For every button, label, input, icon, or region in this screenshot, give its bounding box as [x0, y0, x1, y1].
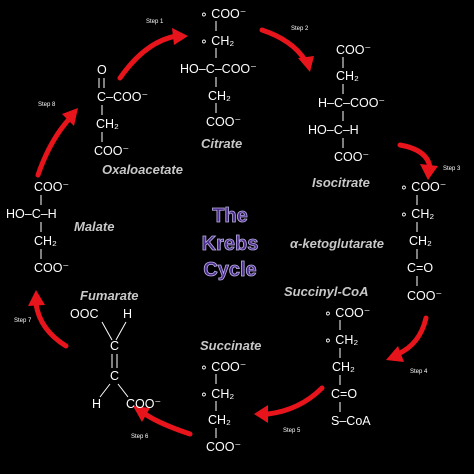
malate-line-3: CH₂	[34, 234, 57, 248]
succinate-line-3: CH₂	[208, 413, 231, 427]
akg-structure: ∘ COO⁻ ∘ CH₂ CH₂ C=O COO⁻ α-ketoglutarat…	[290, 180, 446, 303]
step-label-1: Step 1	[146, 19, 164, 25]
citrate-line-3: HO–C–COO⁻	[180, 62, 257, 76]
oxaloacetate-line-3: CH₂	[96, 117, 119, 131]
isocitrate-line-2: CH₂	[336, 69, 359, 83]
succinyl-coa-name: Succinyl-CoA	[284, 284, 369, 299]
step-label-2: Step 2	[291, 26, 309, 32]
malate-line-4: COO⁻	[34, 261, 69, 275]
malate-structure: COO⁻ HO–C–H CH₂ COO⁻ Malate	[6, 180, 114, 275]
succoa-line-4: C=O	[331, 387, 357, 401]
fumarate-structure: Fumarate OOC H C C H COO⁻	[70, 288, 161, 411]
step-label-5: Step 5	[283, 428, 301, 434]
arrow-step-4	[395, 315, 429, 357]
citrate-line-2: ∘ CH₂	[200, 34, 234, 48]
arrow-step-2	[259, 27, 308, 63]
succinate-line-4: COO⁻	[206, 440, 241, 454]
oxaloacetate-name: Oxaloacetate	[102, 162, 183, 177]
arrow-head-5	[254, 405, 268, 423]
akg-line-2: ∘ CH₂	[400, 207, 434, 221]
arrow-head-1	[172, 28, 188, 45]
step-label-3: Step 3	[443, 166, 461, 172]
oxaloacetate-line-4: COO⁻	[94, 144, 129, 158]
succoa-line-3: CH₂	[332, 360, 355, 374]
oxaloacetate-o: O	[97, 63, 107, 77]
arrow-step-5	[265, 385, 325, 417]
arrow-head-4	[386, 346, 404, 362]
isocitrate-line-1: COO⁻	[336, 43, 371, 57]
arrow-head-3	[420, 164, 438, 180]
isocitrate-structure: COO⁻ CH₂ H–C–COO⁻ HO–C–H COO⁻ Isocitrate	[308, 43, 385, 190]
isocitrate-line-5: COO⁻	[334, 150, 369, 164]
isocitrate-name: Isocitrate	[312, 175, 370, 190]
arrow-step-3	[397, 142, 433, 171]
arrow-step-8	[35, 115, 73, 178]
oxaloacetate-structure: O C–COO⁻ CH₂ COO⁻ Oxaloacetate	[94, 63, 183, 177]
malate-line-2: HO–C–H	[6, 207, 57, 221]
fumarate-h-top: H	[123, 307, 132, 321]
oxaloacetate-line-2: C–COO⁻	[97, 90, 148, 104]
title-line-3: Cycle	[203, 259, 256, 281]
akg-name: α-ketoglutarate	[290, 236, 384, 251]
arrow-step-1	[117, 33, 179, 81]
citrate-name: Citrate	[201, 136, 242, 151]
akg-line-1: ∘ COO⁻	[400, 180, 446, 194]
arrow-head-7	[28, 290, 45, 306]
succoa-line-2: ∘ CH₂	[324, 333, 358, 347]
step-label-6: Step 6	[131, 434, 149, 440]
akg-line-4: C=O	[407, 261, 433, 275]
fumarate-name: Fumarate	[80, 288, 139, 303]
step-label-7: Step 7	[14, 318, 32, 324]
succinate-line-1: ∘ COO⁻	[200, 360, 246, 374]
fumarate-ooc: OOC	[70, 307, 98, 321]
malate-name: Malate	[74, 219, 114, 234]
arrow-head-2	[298, 56, 314, 72]
fumarate-h-bottom: H	[92, 397, 101, 411]
citrate-line-1: ∘ COO⁻	[200, 7, 246, 21]
succinate-name: Succinate	[200, 338, 261, 353]
fumarate-c-bottom: C	[110, 369, 119, 383]
isocitrate-line-3: H–C–COO⁻	[318, 96, 385, 110]
citrate-line-4: CH₂	[208, 89, 231, 103]
succinate-structure: Succinate ∘ COO⁻ ∘ CH₂ CH₂ COO⁻	[200, 338, 261, 454]
arrow-step-7	[33, 301, 69, 349]
cycle-arrows	[28, 27, 438, 437]
title-line-2: Krebs	[202, 233, 259, 255]
succinyl-coa-structure: Succinyl-CoA ∘ COO⁻ ∘ CH₂ CH₂ C=O S–CoA	[284, 284, 371, 428]
citrate-line-5: COO⁻	[206, 115, 241, 129]
step-label-4: Step 4	[410, 369, 428, 375]
citrate-structure: ∘ COO⁻ ∘ CH₂ HO–C–COO⁻ CH₂ COO⁻ Citrate	[180, 7, 257, 151]
malate-line-1: COO⁻	[34, 180, 69, 194]
succoa-line-5: S–CoA	[331, 414, 371, 428]
akg-line-3: CH₂	[409, 234, 432, 248]
arrow-step-6	[142, 411, 193, 437]
arrow-head-8	[62, 108, 78, 126]
arrow-head-6	[133, 406, 150, 422]
fumarate-coo: COO⁻	[126, 397, 161, 411]
akg-line-5: COO⁻	[407, 289, 442, 303]
succinate-line-2: ∘ CH₂	[200, 387, 234, 401]
succoa-line-1: ∘ COO⁻	[324, 306, 370, 320]
step-label-8: Step 8	[38, 102, 56, 108]
fumarate-c-top: C	[110, 339, 119, 353]
title-line-1: The	[212, 205, 248, 227]
isocitrate-line-4: HO–C–H	[308, 123, 359, 137]
